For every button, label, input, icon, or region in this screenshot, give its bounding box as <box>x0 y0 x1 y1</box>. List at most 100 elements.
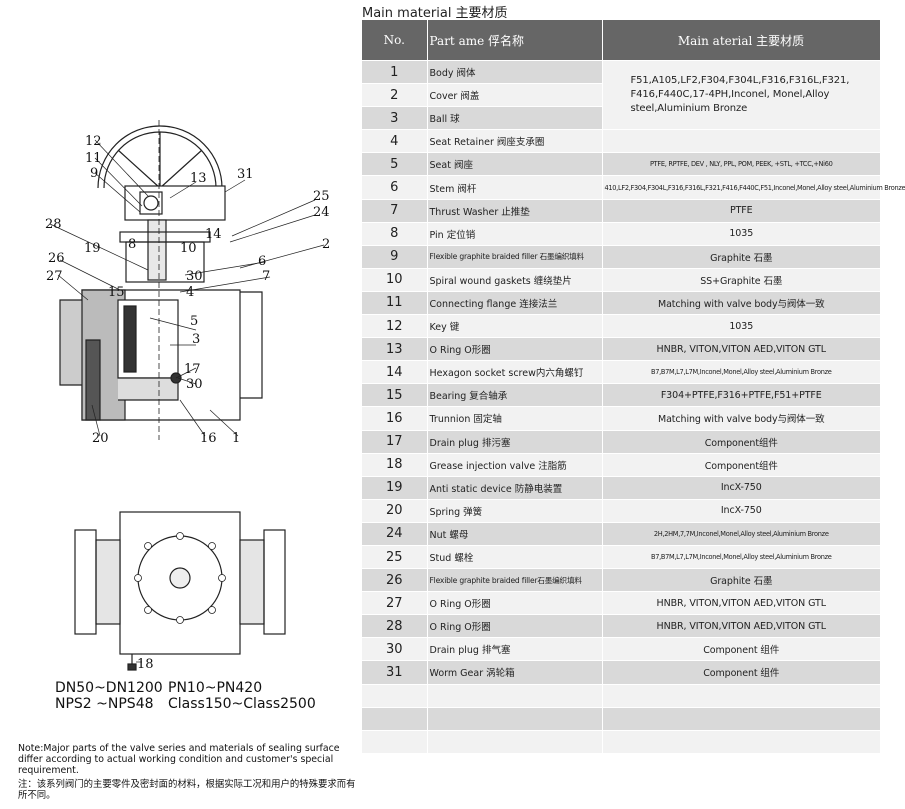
row-number: 11 <box>362 291 428 316</box>
row-number: 9 <box>362 245 428 269</box>
table-header-row: No. Part ame 俘名称 Main aterial 主要材质 <box>362 20 881 61</box>
part-name: Spring 弹簧 <box>427 499 603 523</box>
part-name: Flexible graphite braided filler 石墨编织填料 <box>427 245 603 269</box>
main-material <box>602 730 880 754</box>
part-name: Trunnion 固定轴 <box>427 406 603 431</box>
drawing-callout-label: 13 <box>190 171 207 186</box>
main-material: Component组件 <box>602 453 880 477</box>
row-number: 13 <box>362 337 428 362</box>
main-material: PTFE <box>602 199 880 223</box>
drawing-callout-label: 31 <box>237 167 254 182</box>
drawing-callout-label: 17 <box>184 362 201 377</box>
main-material <box>602 707 880 731</box>
material-body-cover-ball: F51,A105,LF2,F304,F304L,F316,F316L,F321,… <box>602 60 880 131</box>
drawing-callout-label: 10 <box>180 241 197 256</box>
part-name: Thrust Washer 止推垫 <box>427 199 603 223</box>
part-name: Flexible graphite braided filler石墨编织填料 <box>427 568 603 593</box>
row-number: 26 <box>362 568 428 593</box>
drawing-callout-label: 30 <box>186 269 203 284</box>
main-material <box>602 129 880 154</box>
drawing-callout-label: 19 <box>84 241 101 256</box>
part-name: Spiral wound gaskets 缠绕垫片 <box>427 268 603 292</box>
class-range: Class150~Class2500 <box>168 696 316 712</box>
part-name: Seat 阀座 <box>427 152 603 177</box>
row-number: 7 <box>362 199 428 223</box>
part-name <box>427 684 603 708</box>
main-material: Graphite 石墨 <box>602 568 880 593</box>
drawing-callout-label: 7 <box>262 269 270 284</box>
drawing-callout-label: 30 <box>186 377 203 392</box>
main-material: 1035 <box>602 314 880 339</box>
part-name: Anti static device 防静电装置 <box>427 476 603 500</box>
main-material: Matching with valve body与阀体一致 <box>602 406 880 431</box>
drawing-callout-label: 2 <box>322 237 330 252</box>
drawing-callout-label: 4 <box>186 285 194 300</box>
part-name: O Ring O形圈 <box>427 591 603 616</box>
part-name: Body 阀体 <box>427 60 603 85</box>
row-number <box>362 730 428 754</box>
row-number: 15 <box>362 383 428 408</box>
row-number: 25 <box>362 545 428 570</box>
main-material <box>602 684 880 708</box>
header-main-material: Main aterial 主要材质 <box>602 20 881 61</box>
drawing-callout-label: 15 <box>108 285 125 300</box>
main-material: Matching with valve body与阀体一致 <box>602 291 880 316</box>
row-number: 8 <box>362 222 428 246</box>
main-material: 1035 <box>602 222 880 246</box>
part-name: Grease injection valve 注脂筋 <box>427 453 603 477</box>
main-material: SS+Graphite 石墨 <box>602 268 880 292</box>
row-number: 3 <box>362 106 428 131</box>
part-name: Cover 阀盖 <box>427 83 603 108</box>
row-number: 18 <box>362 453 428 477</box>
drawing-callout-label: 18 <box>137 657 154 672</box>
main-material: Component 组件 <box>602 637 880 662</box>
row-number: 5 <box>362 152 428 177</box>
part-name: Key 键 <box>427 314 603 339</box>
header-part-name: Part ame 俘名称 <box>427 20 603 61</box>
main-material: PTFE, RPTFE, DEV , NLY, PPL, POM, PEEK, … <box>602 152 880 177</box>
part-name: Stud 螺栓 <box>427 545 603 570</box>
drawing-callout-label: 20 <box>92 431 109 446</box>
main-material: 2H,2HM,7,7M,Inconel,Monel,Alloy steel,Al… <box>602 522 880 546</box>
row-number <box>362 684 428 708</box>
part-name: Bearing 复合轴承 <box>427 383 603 408</box>
row-number: 6 <box>362 175 428 200</box>
part-name: Drain plug 排污塞 <box>427 430 603 454</box>
row-number: 20 <box>362 499 428 523</box>
header-no: No. <box>362 20 428 61</box>
row-number: 30 <box>362 637 428 662</box>
note-english: Note:Major parts of the valve series and… <box>18 743 340 776</box>
drawing-callout-label: 9 <box>90 166 98 181</box>
main-material: B7,B7M,L7,L7M,Inconel,Monel,Alloy steel,… <box>602 545 880 570</box>
main-material: B7,B7M,L7,L7M,Inconel,Monel,Alloy steel,… <box>602 360 880 385</box>
row-number: 16 <box>362 406 428 431</box>
drawing-callout-label: 28 <box>45 217 62 232</box>
row-number: 14 <box>362 360 428 385</box>
part-name: Hexagon socket screw内六角螺钉 <box>427 360 603 385</box>
part-name: Pin 定位销 <box>427 222 603 246</box>
main-material: IncX-750 <box>602 476 880 500</box>
part-name: Nut 螺母 <box>427 522 603 546</box>
main-material: Graphite 石墨 <box>602 245 880 269</box>
drawing-callout-label: 1 <box>232 431 240 446</box>
main-material: HNBR, VITON,VITON AED,VITON GTL <box>602 614 880 639</box>
table-row <box>362 707 880 731</box>
part-name: Connecting flange 连接法兰 <box>427 291 603 316</box>
